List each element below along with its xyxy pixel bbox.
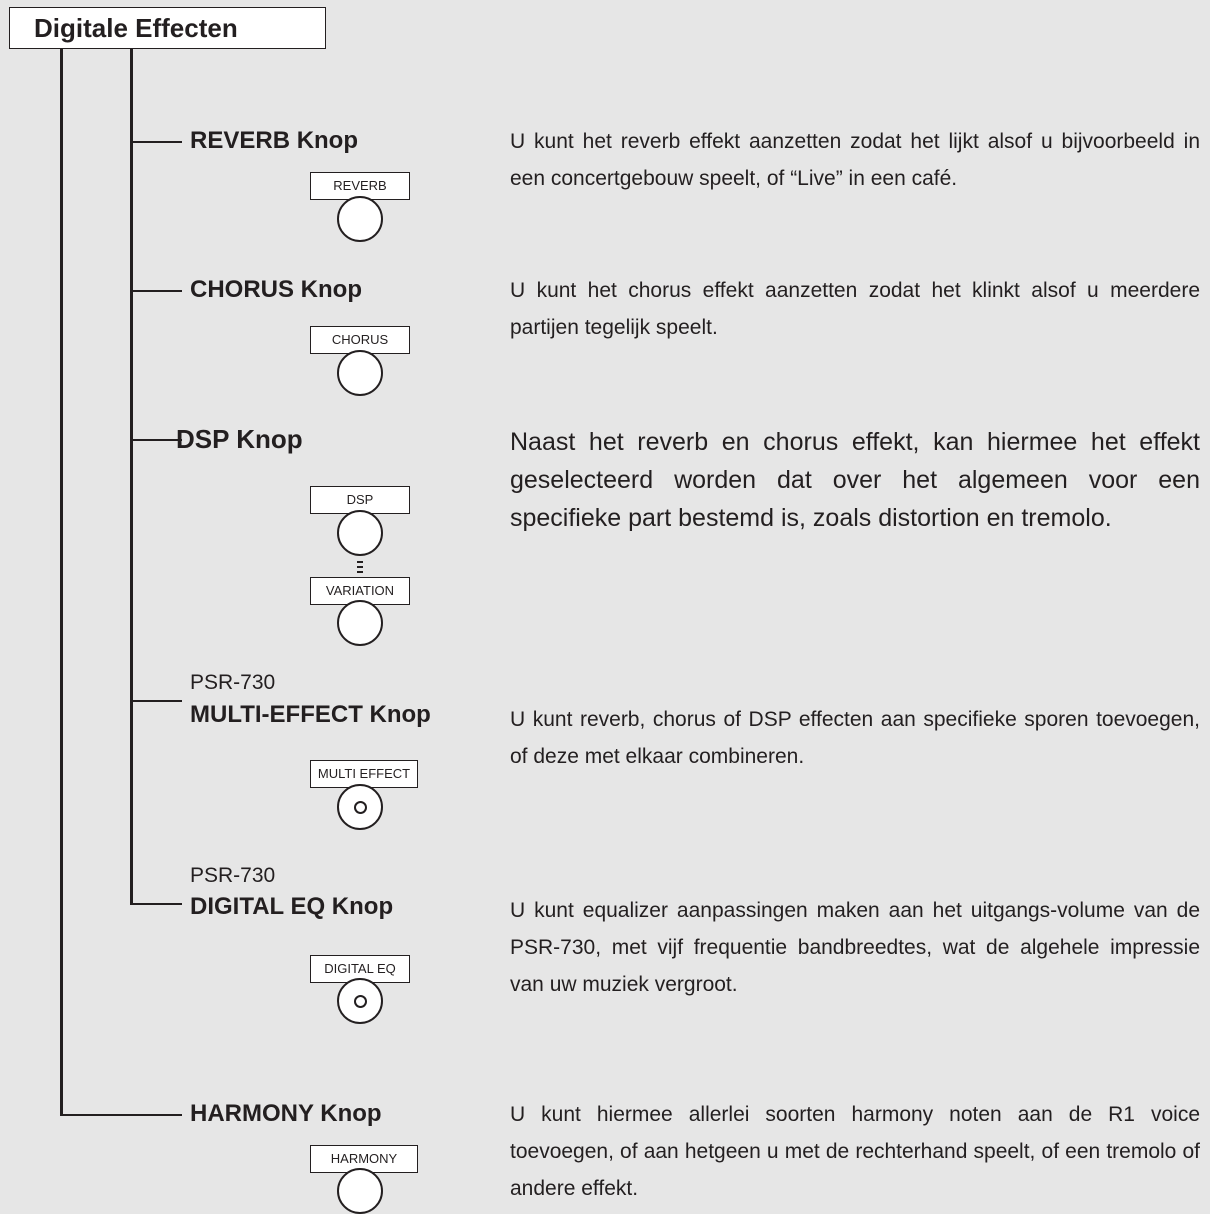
variation-button[interactable]: [337, 600, 383, 646]
reverb-button[interactable]: [337, 196, 383, 242]
dsp-link-dash: [357, 561, 363, 563]
multi-effect-button[interactable]: [337, 784, 383, 830]
multi-effect-indicator-icon: [353, 800, 367, 814]
digital-eq-button-label: DIGITAL EQ: [310, 955, 410, 983]
dsp-description: Naast het reverb en chorus effekt, kan h…: [510, 428, 1200, 532]
multi-effect-description: U kunt reverb, chorus of DSP effecten aa…: [510, 708, 1200, 768]
digital-eq-description: U kunt equalizer aanpassingen maken aan …: [510, 899, 1200, 996]
multi-effect-button-label: MULTI EFFECT: [310, 760, 418, 788]
harmony-button[interactable]: [337, 1168, 383, 1214]
digital-eq-model: PSR-730: [190, 864, 276, 887]
branch-reverb: [130, 141, 182, 143]
tree-line-outer: [60, 49, 63, 785]
chorus-button[interactable]: [337, 350, 383, 396]
reverb-button-label: REVERB: [310, 172, 410, 200]
multi-effect-heading: MULTI-EFFECT Knop: [190, 701, 431, 728]
tree-line-inner: [130, 49, 133, 904]
dsp-button-label: DSP: [310, 486, 410, 514]
dsp-heading: DSP Knop: [176, 424, 303, 454]
branch-multi-effect: [130, 700, 182, 702]
digital-eq-indicator-icon: [353, 994, 367, 1008]
reverb-description: U kunt het reverb effekt aanzetten zodat…: [510, 130, 1200, 190]
chorus-heading: CHORUS Knop: [190, 276, 362, 303]
digital-eq-heading: DIGITAL EQ Knop: [190, 893, 394, 920]
branch-digital-eq: [130, 903, 182, 905]
reverb-heading: REVERB Knop: [190, 127, 358, 154]
branch-chorus: [130, 290, 182, 292]
chorus-description: U kunt het chorus effekt aanzetten zodat…: [510, 279, 1200, 339]
dsp-link-dash: [357, 566, 363, 568]
digital-eq-button[interactable]: [337, 978, 383, 1024]
branch-harmony-line: [60, 1114, 182, 1116]
harmony-heading: HARMONY Knop: [190, 1100, 382, 1127]
dsp-button[interactable]: [337, 510, 383, 556]
page-title: Digitale Effecten: [9, 7, 326, 49]
dsp-link-dash: [357, 571, 363, 573]
tree-line-outer-ext: [60, 784, 63, 1116]
harmony-description: U kunt hiermee allerlei soorten harmony …: [510, 1103, 1200, 1200]
branch-dsp: [130, 439, 182, 441]
multi-effect-model: PSR-730: [190, 671, 276, 694]
